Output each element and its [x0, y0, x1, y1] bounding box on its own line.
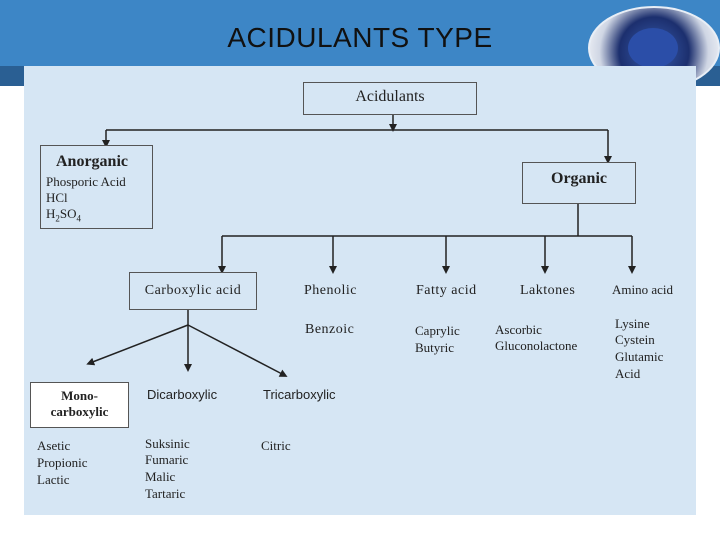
- laktones-label: Laktones: [520, 283, 575, 299]
- inorganic-item: Phosporic Acid: [46, 174, 126, 190]
- amino-example: Glutamic: [615, 349, 663, 365]
- di-label: Dicarboxylic: [147, 387, 217, 402]
- formula-sub-4: 4: [77, 214, 82, 224]
- mono-label-line1: Mono-: [30, 388, 129, 404]
- fatty-example: Butyric: [415, 340, 454, 356]
- di-example: Fumaric: [145, 452, 188, 468]
- acidulants-label: Acidulants: [303, 88, 477, 106]
- fatty-label: Fatty acid: [416, 283, 477, 299]
- phenolic-example: Benzoic: [305, 322, 354, 338]
- formula-so: SO: [60, 206, 77, 221]
- inorganic-heading: Anorganic: [56, 153, 128, 171]
- di-example: Suksinic: [145, 436, 190, 452]
- organic-label: Organic: [522, 170, 636, 188]
- mono-example: Asetic: [37, 438, 70, 454]
- to-mono: [90, 325, 188, 363]
- carboxylic-label: Carboxylic acid: [129, 283, 257, 299]
- formula-h: H: [46, 206, 55, 221]
- di-example: Tartaric: [145, 486, 185, 502]
- mono-example: Propionic: [37, 455, 88, 471]
- laktones-example: Gluconolactone: [495, 338, 577, 354]
- laktones-example: Ascorbic: [495, 322, 542, 338]
- to-tri: [188, 325, 284, 375]
- amino-example: Cystein: [615, 332, 655, 348]
- phenolic-label: Phenolic: [304, 283, 357, 299]
- amino-example: Acid: [615, 366, 640, 382]
- inorganic-item: HCl: [46, 190, 68, 206]
- mono-label-line2: carboxylic: [30, 404, 129, 420]
- tri-example: Citric: [261, 438, 291, 454]
- amino-label: Amino acid: [612, 282, 673, 298]
- fatty-example: Caprylic: [415, 323, 460, 339]
- mono-example: Lactic: [37, 472, 69, 488]
- di-example: Malic: [145, 469, 175, 485]
- tri-label: Tricarboxylic: [263, 387, 335, 402]
- h2so4-formula: H2SO4: [46, 206, 81, 224]
- amino-example: Lysine: [615, 316, 650, 332]
